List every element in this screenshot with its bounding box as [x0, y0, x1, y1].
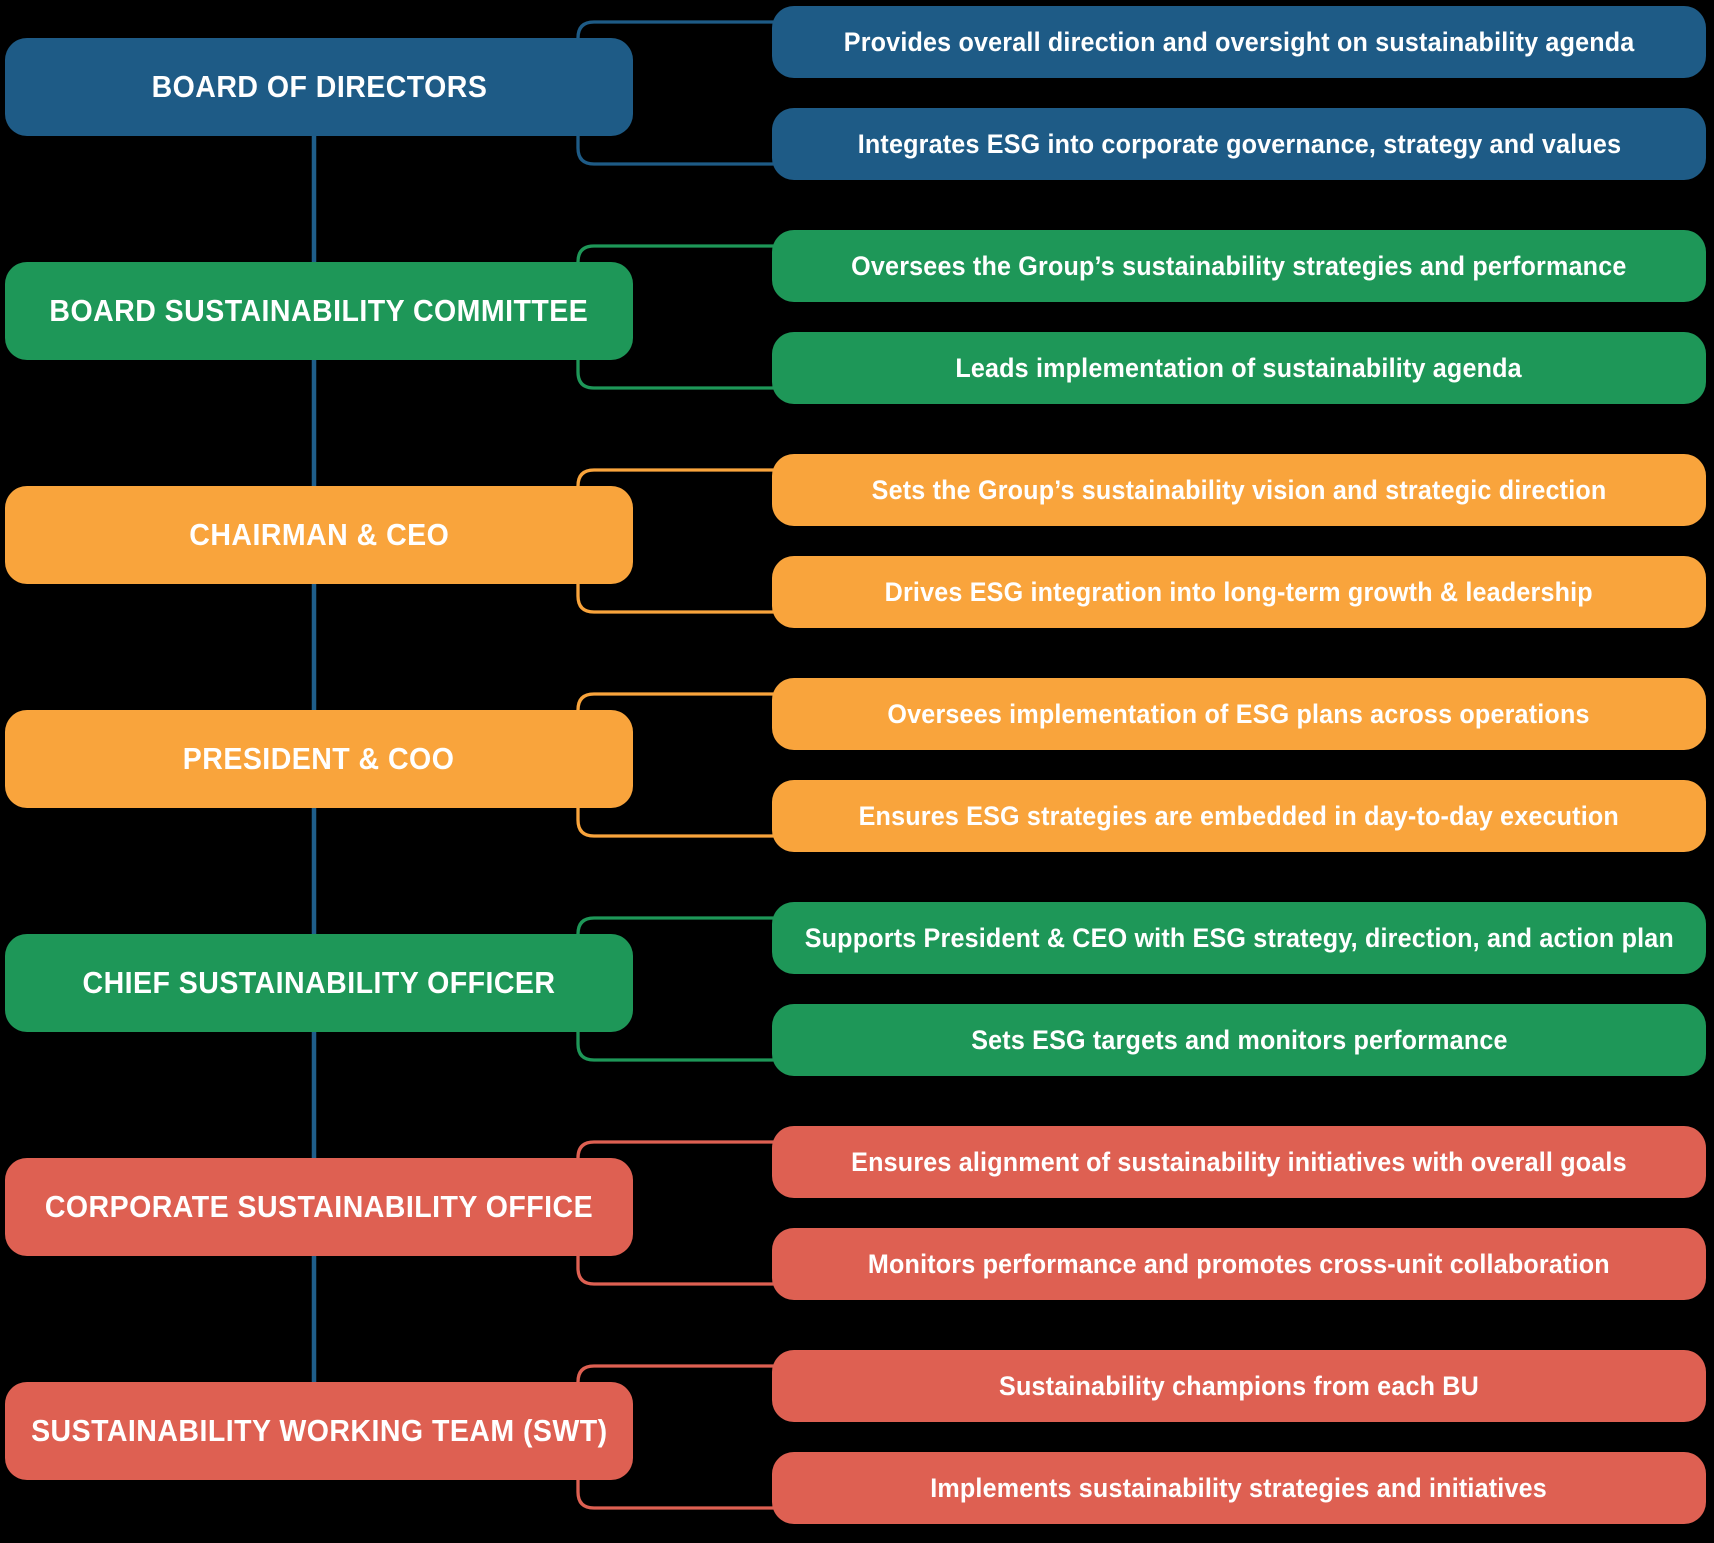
detail-box: Implements sustainability strategies and…	[772, 1452, 1706, 1524]
role-box-sustainability-working-team: SUSTAINABILITY WORKING TEAM (SWT)	[5, 1382, 633, 1480]
role-box-corporate-sustainability-office: CORPORATE SUSTAINABILITY OFFICE	[5, 1158, 633, 1256]
group-board-of-directors: BOARD OF DIRECTORS Provides overall dire…	[0, 6, 1714, 180]
role-box-board-sustainability-committee: BOARD SUSTAINABILITY COMMITTEE	[5, 262, 633, 360]
role-box-chairman-ceo: CHAIRMAN & CEO	[5, 486, 633, 584]
detail-label: Ensures ESG strategies are embedded in d…	[858, 800, 1620, 831]
detail-box: Provides overall direction and oversight…	[772, 6, 1706, 78]
detail-label: Provides overall direction and oversight…	[843, 26, 1635, 57]
role-label: BOARD OF DIRECTORS	[151, 69, 487, 104]
detail-box: Sustainability champions from each BU	[772, 1350, 1706, 1422]
detail-label: Monitors performance and promotes cross-…	[868, 1248, 1610, 1279]
role-label: SUSTAINABILITY WORKING TEAM (SWT)	[30, 1413, 608, 1448]
detail-label: Implements sustainability strategies and…	[930, 1472, 1548, 1503]
detail-box: Ensures alignment of sustainability init…	[772, 1126, 1706, 1198]
detail-box: Sets the Group’s sustainability vision a…	[772, 454, 1706, 526]
group-board-sustainability-committee: BOARD SUSTAINABILITY COMMITTEE Oversees …	[0, 230, 1714, 404]
detail-label: Sustainability champions from each BU	[999, 1370, 1479, 1401]
detail-box: Supports President & CEO with ESG strate…	[772, 902, 1706, 974]
detail-label: Drives ESG integration into long-term gr…	[884, 576, 1594, 607]
detail-label: Integrates ESG into corporate governance…	[857, 128, 1621, 159]
role-label: CHIEF SUSTAINABILITY OFFICER	[82, 965, 556, 1000]
role-label: CHAIRMAN & CEO	[189, 517, 449, 552]
detail-label: Supports President & CEO with ESG strate…	[804, 922, 1674, 953]
group-corporate-sustainability-office: CORPORATE SUSTAINABILITY OFFICE Ensures …	[0, 1126, 1714, 1300]
detail-box: Ensures ESG strategies are embedded in d…	[772, 780, 1706, 852]
detail-label: Ensures alignment of sustainability init…	[851, 1146, 1627, 1177]
detail-label: Oversees implementation of ESG plans acr…	[887, 698, 1591, 729]
detail-label: Oversees the Group’s sustainability stra…	[851, 250, 1627, 281]
role-label: CORPORATE SUSTAINABILITY OFFICE	[44, 1189, 594, 1224]
role-box-president-coo: PRESIDENT & COO	[5, 710, 633, 808]
role-label: PRESIDENT & COO	[183, 741, 455, 776]
detail-box: Monitors performance and promotes cross-…	[772, 1228, 1706, 1300]
detail-label: Leads implementation of sustainability a…	[955, 352, 1523, 383]
detail-box: Sets ESG targets and monitors performanc…	[772, 1004, 1706, 1076]
detail-box: Drives ESG integration into long-term gr…	[772, 556, 1706, 628]
role-box-board-of-directors: BOARD OF DIRECTORS	[5, 38, 633, 136]
group-sustainability-working-team: SUSTAINABILITY WORKING TEAM (SWT) Sustai…	[0, 1350, 1714, 1524]
detail-label: Sets the Group’s sustainability vision a…	[871, 474, 1607, 505]
group-chief-sustainability-officer: CHIEF SUSTAINABILITY OFFICER Supports Pr…	[0, 902, 1714, 1076]
detail-box: Oversees implementation of ESG plans acr…	[772, 678, 1706, 750]
detail-box: Leads implementation of sustainability a…	[772, 332, 1706, 404]
detail-box: Oversees the Group’s sustainability stra…	[772, 230, 1706, 302]
role-label: BOARD SUSTAINABILITY COMMITTEE	[49, 293, 589, 328]
group-chairman-ceo: CHAIRMAN & CEO Sets the Group’s sustaina…	[0, 454, 1714, 628]
group-president-coo: PRESIDENT & COO Oversees implementation …	[0, 678, 1714, 852]
detail-box: Integrates ESG into corporate governance…	[772, 108, 1706, 180]
role-box-chief-sustainability-officer: CHIEF SUSTAINABILITY OFFICER	[5, 934, 633, 1032]
detail-label: Sets ESG targets and monitors performanc…	[970, 1024, 1508, 1055]
